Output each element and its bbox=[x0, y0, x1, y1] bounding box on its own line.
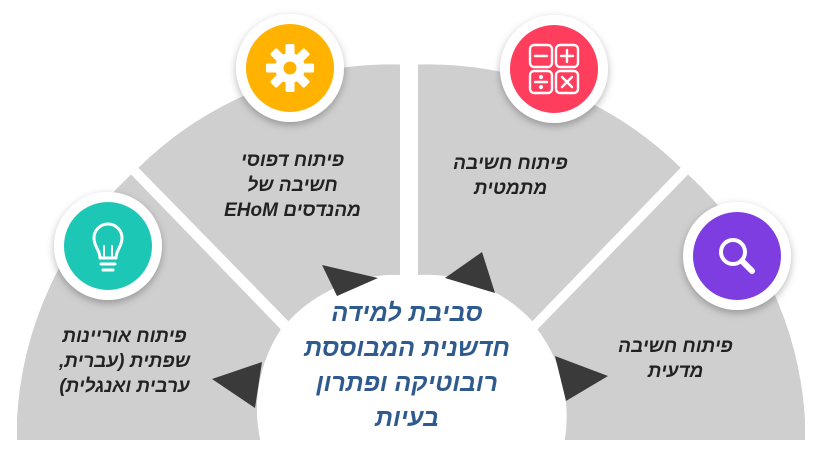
magnifier-icon-badge bbox=[683, 202, 791, 310]
lightbulb-icon-badge bbox=[54, 192, 162, 300]
arrow-right bbox=[555, 356, 608, 401]
arrow-left bbox=[212, 362, 262, 408]
segment-science-text: פיתוח חשיבה מדעית bbox=[618, 336, 733, 382]
arrow-up-left bbox=[322, 265, 378, 296]
arrow-up-right bbox=[445, 252, 495, 293]
math-operations-icon bbox=[528, 43, 580, 95]
segment-engineering bbox=[138, 64, 400, 322]
lightbulb-icon bbox=[92, 222, 124, 272]
segment-language-text: פיתוח אוריינות שפתית (עברית, ערבית ואנגל… bbox=[58, 326, 191, 397]
magnifier-icon bbox=[719, 238, 755, 274]
segment-math-text: פיתוח חשיבה מתמטית bbox=[453, 153, 568, 199]
gear-icon bbox=[266, 44, 314, 92]
center-title: סביבת למידה חדשנית המבוססת רובוטיקה ופתר… bbox=[304, 299, 510, 432]
segment-math bbox=[418, 64, 681, 322]
segment-engineering-text: פיתוח דפוסי חשיבה של מהנדסים EHoM bbox=[224, 150, 361, 221]
math-operations-icon-badge bbox=[500, 15, 608, 123]
